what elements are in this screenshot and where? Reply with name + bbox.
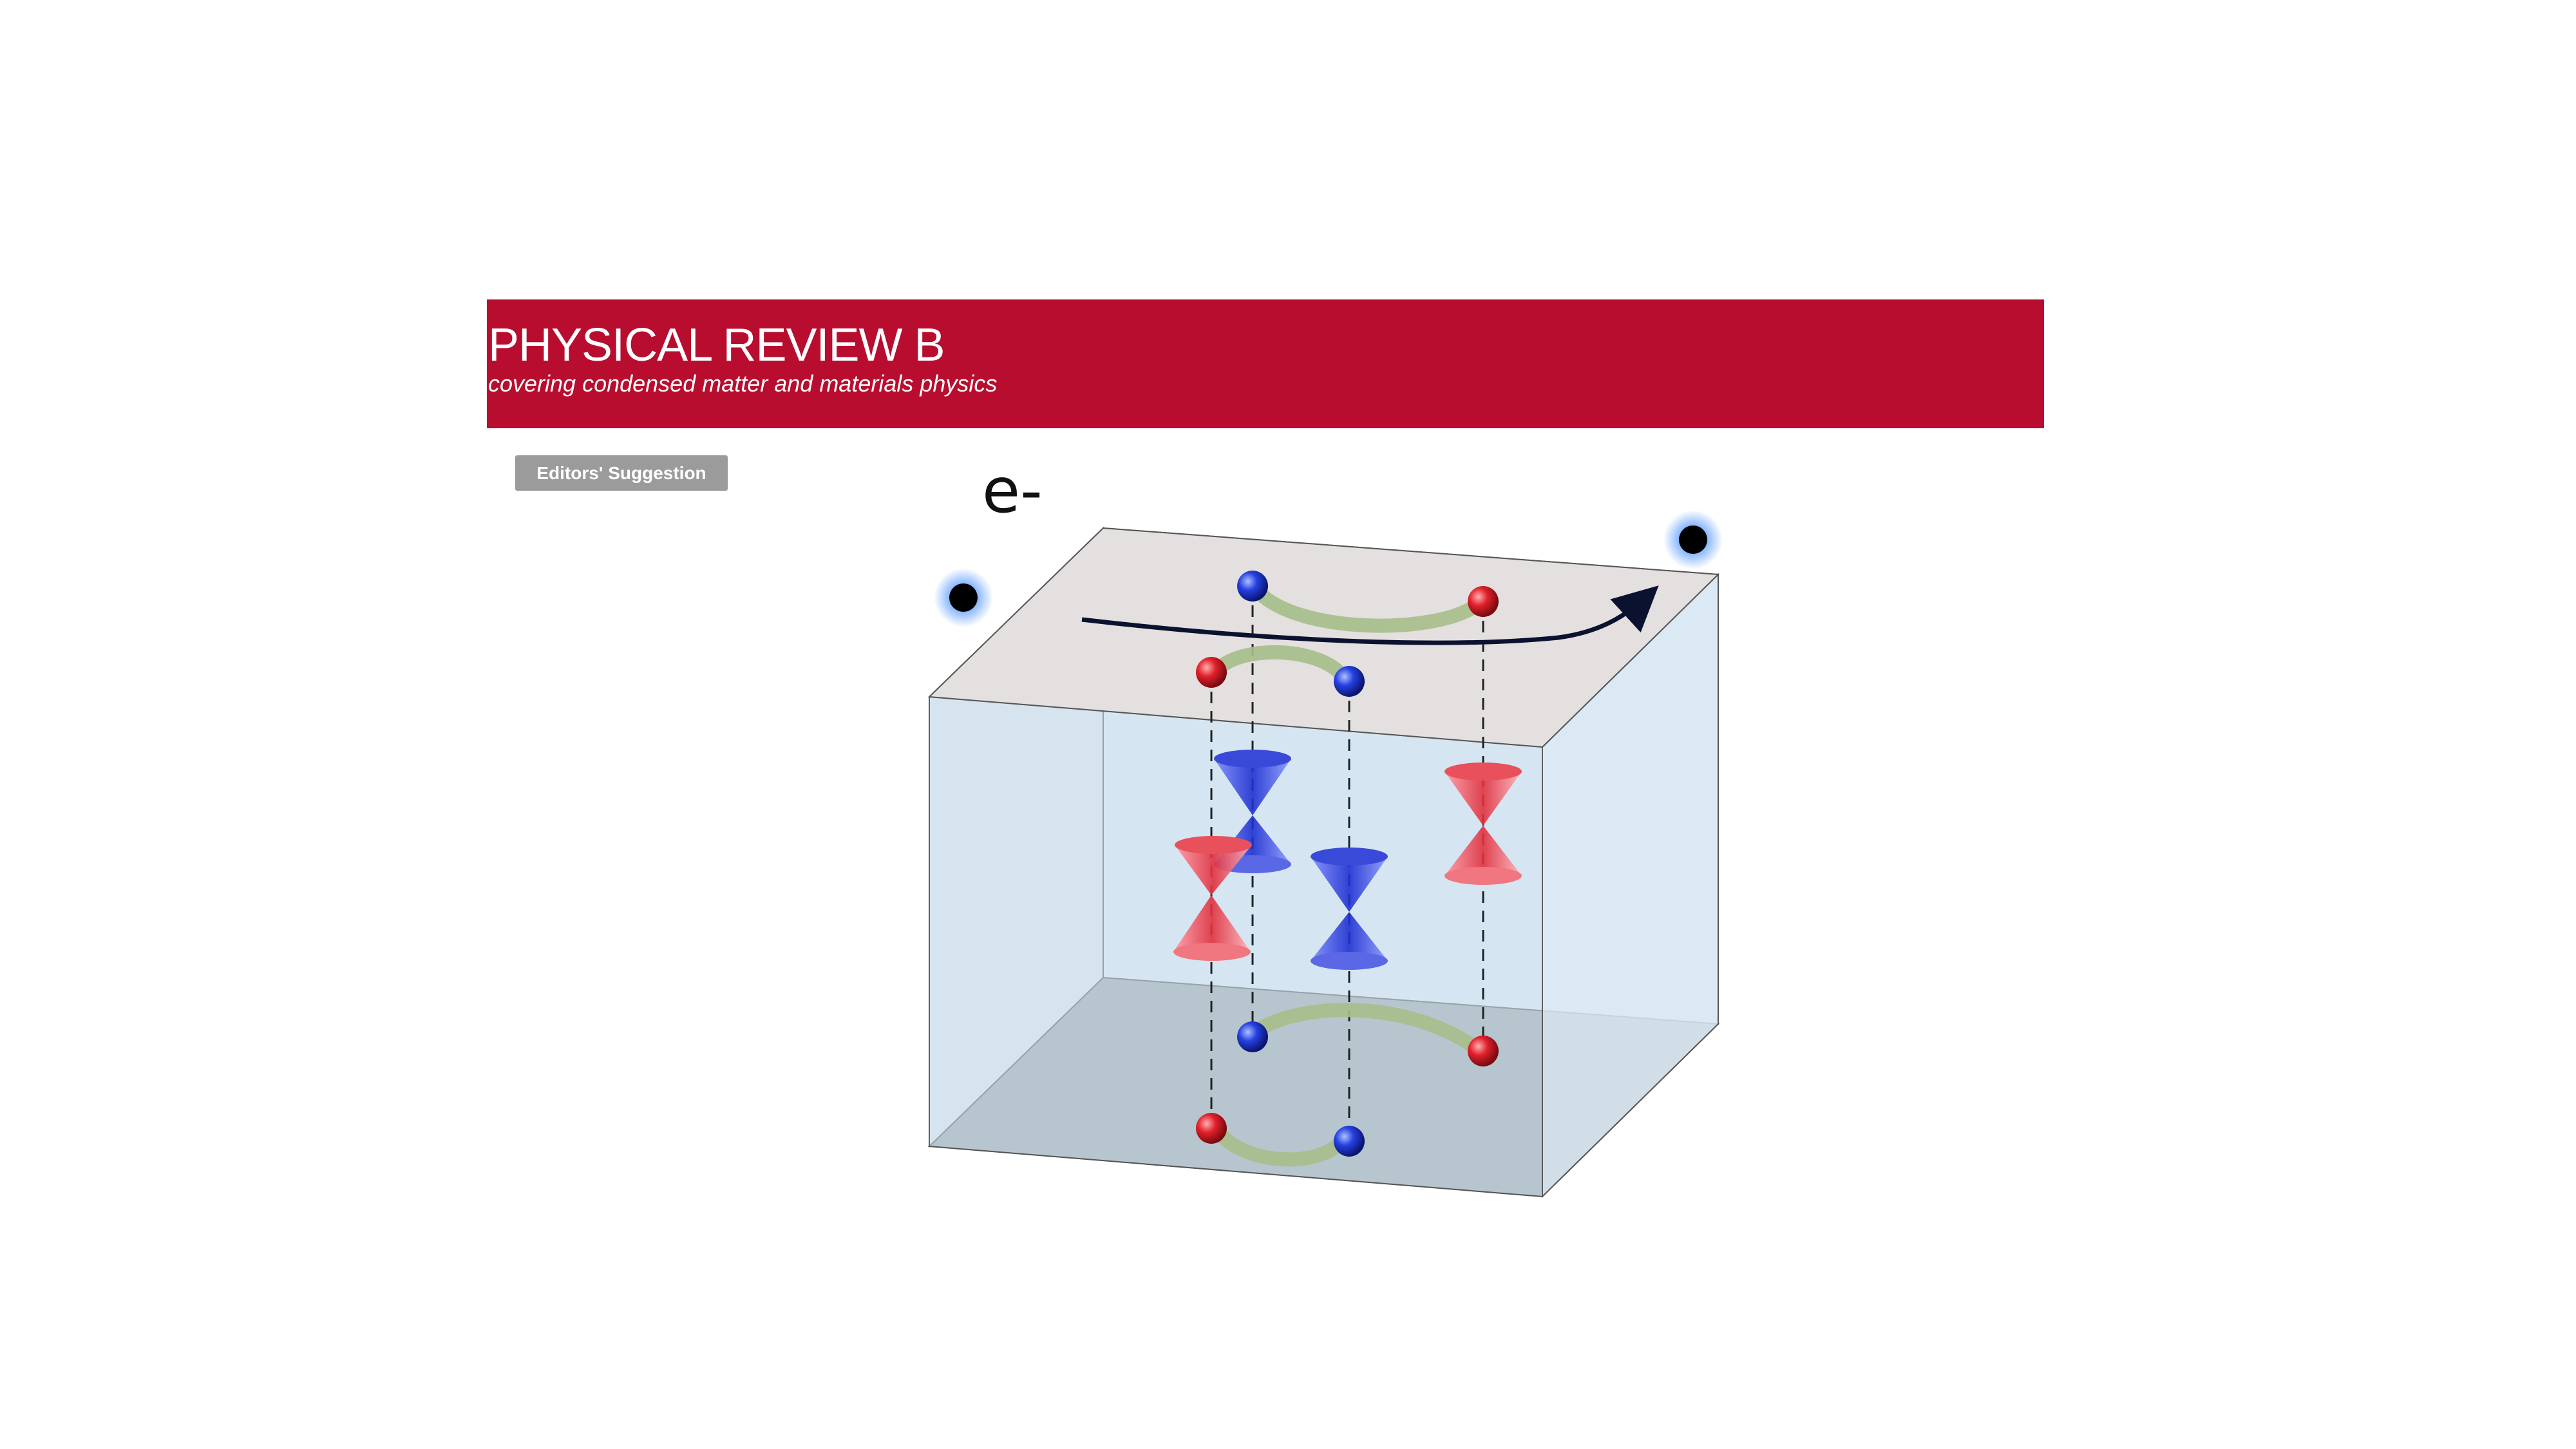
electron-label: e-: [982, 455, 1043, 527]
crystal-box: [927, 526, 1720, 1198]
journal-subtitle: covering condensed matter and materials …: [488, 370, 998, 397]
journal-banner: PHYSICAL REVIEW B covering condensed mat…: [487, 299, 2044, 428]
editors-suggestion-badge: Editors' Suggestion: [515, 455, 728, 491]
fermi-arcs-top: [1210, 585, 1483, 683]
electron-start: [934, 568, 993, 627]
weyl-cone-blue-2: [1311, 848, 1388, 970]
weyl-cone-red-1: [1173, 836, 1252, 961]
journal-title: PHYSICAL REVIEW B: [488, 319, 945, 371]
electron-trajectory-arrow: [1081, 585, 1659, 645]
fermi-arcs-bottom: [1210, 1003, 1483, 1167]
weyl-cone-red-2: [1444, 762, 1522, 885]
projection-lines: [1210, 586, 1484, 1141]
weyl-node-projections: [1196, 571, 1499, 1157]
electron-end: [1663, 510, 1723, 569]
box-top-face: [927, 527, 1720, 748]
